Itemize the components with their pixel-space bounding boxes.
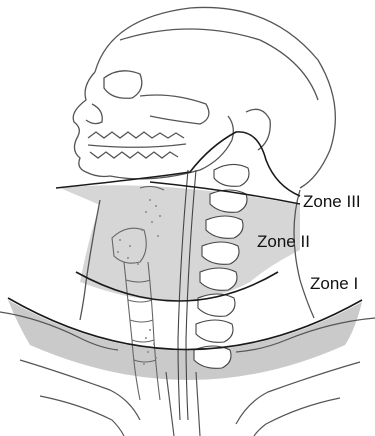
sternum xyxy=(166,372,200,436)
neck-shading xyxy=(8,185,362,380)
skull-sketch xyxy=(73,7,335,188)
zone-3-label: Zone III xyxy=(303,193,361,210)
teeth-line xyxy=(88,144,186,147)
upper-teeth xyxy=(88,132,184,138)
left-rib-2 xyxy=(40,396,124,436)
cheekbone xyxy=(140,95,209,124)
zone-1-label: Zone I xyxy=(310,275,358,292)
teeth xyxy=(88,132,186,158)
vertebra-c7 xyxy=(196,320,233,342)
vertebra-c1 xyxy=(214,164,249,186)
ear-outline xyxy=(246,109,270,150)
zone-1-shade xyxy=(8,300,362,380)
skull-inner-line xyxy=(120,29,318,100)
right-rib-2 xyxy=(254,398,340,436)
zone-2-label: Zone II xyxy=(257,233,310,250)
trachea-ring-3 xyxy=(130,320,153,322)
trachea-ring-4 xyxy=(132,340,154,342)
lower-teeth xyxy=(90,152,178,158)
eye-socket xyxy=(104,71,142,98)
trachea-ring-2 xyxy=(128,300,152,302)
nasal-cavity xyxy=(86,104,102,124)
